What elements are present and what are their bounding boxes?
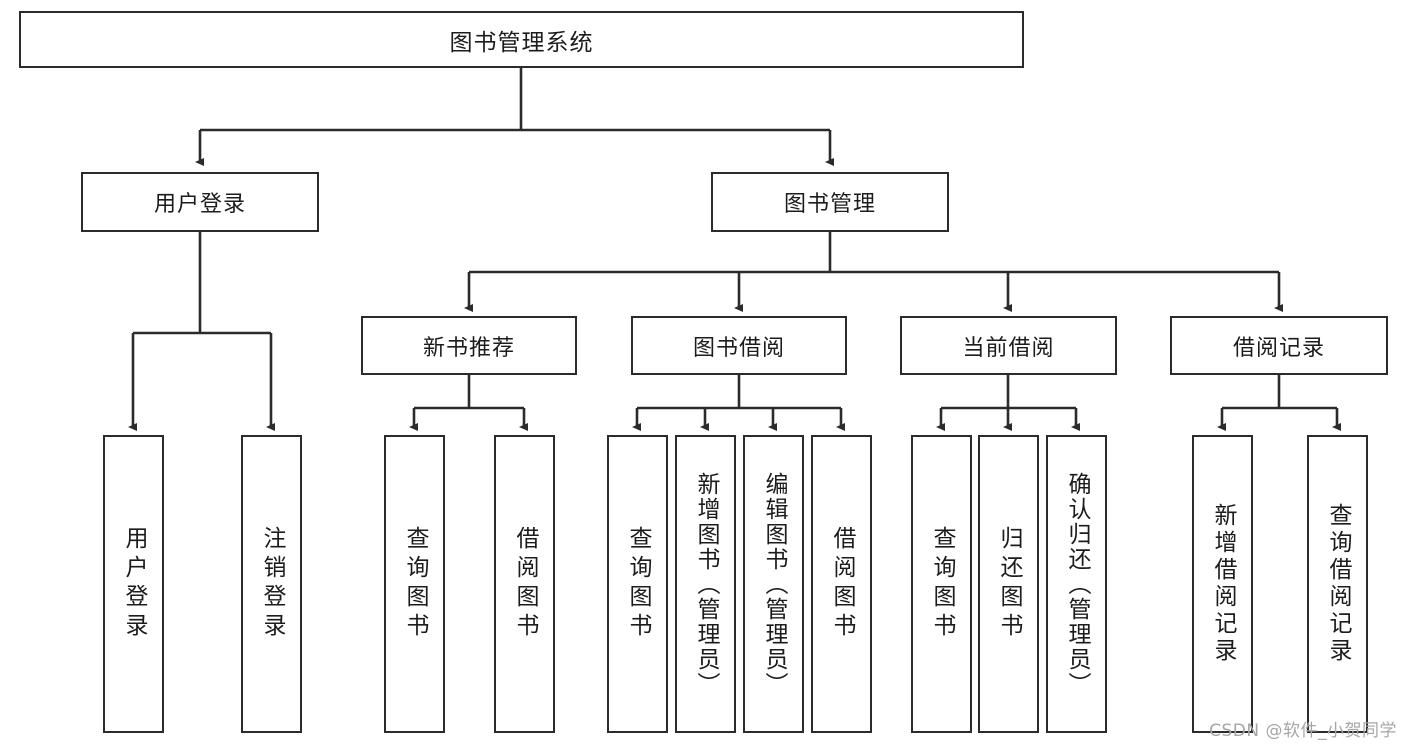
node-leaf-edit-book[interactable]: 编辑图书（管理员） — [743, 435, 804, 733]
node-leaf-user-login[interactable]: 用户登录 — [103, 435, 164, 733]
node-new-book-recommend[interactable]: 新书推荐 — [361, 316, 577, 375]
node-book-management[interactable]: 图书管理 — [711, 172, 949, 232]
node-label: 图书管理 — [783, 192, 876, 217]
node-label: 确认归还（管理员） — [1064, 471, 1090, 697]
node-root-system[interactable]: 图书管理系统 — [19, 11, 1024, 68]
node-leaf-borrow-book-1[interactable]: 借阅图书 — [494, 435, 555, 733]
node-leaf-query-book-3[interactable]: 查询图书 — [911, 435, 972, 733]
node-label: 新增图书（管理员） — [693, 471, 719, 697]
node-label: 借阅记录 — [1232, 335, 1325, 361]
node-label: 编辑图书（管理员） — [761, 471, 787, 697]
node-label: 查询图书 — [625, 526, 651, 642]
node-label: 新增借阅记录 — [1210, 503, 1236, 665]
node-label: 用户登录 — [153, 192, 246, 217]
node-leaf-query-record[interactable]: 查询借阅记录 — [1307, 435, 1368, 733]
node-leaf-query-book-1[interactable]: 查询图书 — [384, 435, 445, 733]
node-leaf-add-record[interactable]: 新增借阅记录 — [1192, 435, 1253, 733]
node-label: 借阅图书 — [512, 526, 538, 642]
node-label: 当前借阅 — [962, 335, 1055, 361]
node-leaf-query-book-2[interactable]: 查询图书 — [607, 435, 668, 733]
node-label: 用户登录 — [121, 526, 147, 642]
node-leaf-add-book[interactable]: 新增图书（管理员） — [675, 435, 736, 733]
node-label: 新书推荐 — [422, 335, 515, 361]
node-label: 注销登录 — [259, 526, 285, 642]
node-label: 借阅图书 — [829, 526, 855, 642]
node-label: 图书管理系统 — [449, 29, 594, 56]
node-label: 查询图书 — [929, 526, 955, 642]
node-user-login[interactable]: 用户登录 — [81, 172, 319, 232]
node-leaf-return-book[interactable]: 归还图书 — [978, 435, 1039, 733]
node-book-borrow[interactable]: 图书借阅 — [631, 316, 847, 375]
node-label: 归还图书 — [996, 526, 1022, 642]
node-leaf-user-logout[interactable]: 注销登录 — [241, 435, 302, 733]
node-current-borrow[interactable]: 当前借阅 — [900, 316, 1117, 375]
node-label: 查询图书 — [402, 526, 428, 642]
node-borrow-record[interactable]: 借阅记录 — [1170, 316, 1388, 375]
node-leaf-confirm-return[interactable]: 确认归还（管理员） — [1046, 435, 1107, 733]
node-leaf-borrow-book-2[interactable]: 借阅图书 — [811, 435, 872, 733]
node-label: 图书借阅 — [692, 335, 785, 361]
node-label: 查询借阅记录 — [1325, 503, 1351, 665]
watermark-text: CSDN @软件_小贺同学 — [1209, 721, 1397, 741]
